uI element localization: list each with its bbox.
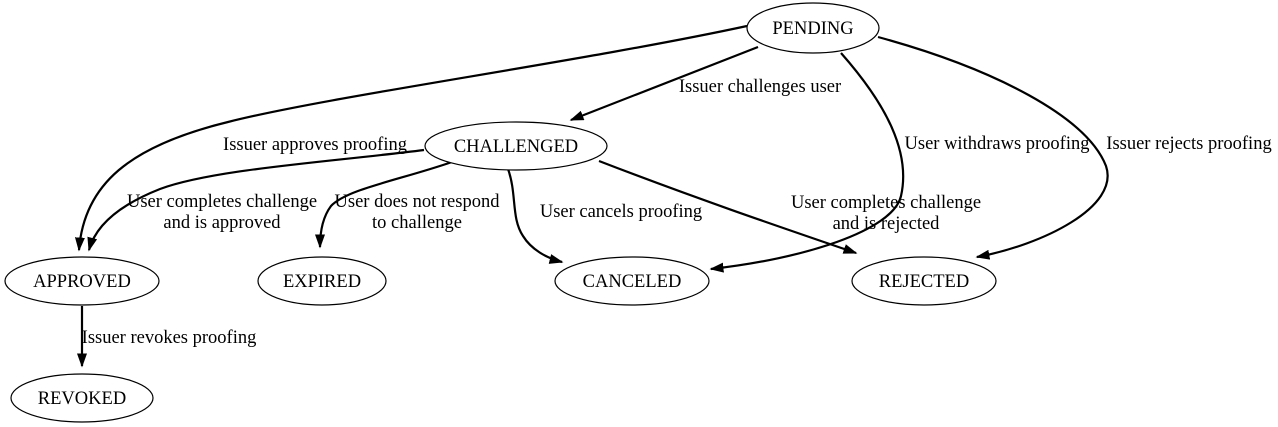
node-expired: EXPIRED	[257, 256, 387, 306]
edge-label-issuer-challenges-user: Issuer challenges user	[679, 77, 841, 97]
node-expired-ellipse	[257, 256, 387, 306]
node-revoked-ellipse	[10, 373, 154, 423]
node-revoked-label: REVOKED	[38, 389, 126, 409]
node-challenged-label: CHALLENGED	[454, 137, 578, 157]
edge-labels: Issuer challenges user Issuer approves p…	[82, 77, 1272, 348]
edge-challenged-rejected	[598, 159, 858, 255]
edge-label-issuer-approves-proofing: Issuer approves proofing	[223, 135, 407, 155]
node-approved-label: APPROVED	[33, 272, 131, 292]
node-challenged: CHALLENGED	[424, 121, 608, 171]
edge-pending-rejected	[877, 35, 1109, 260]
edge-label-user-withdraws-proofing: User withdraws proofing	[905, 134, 1090, 154]
node-canceled: CANCELED	[554, 256, 710, 306]
edge-label-user-completes-approved-line2: and is approved	[163, 213, 281, 233]
edge-label-user-completes-rejected-line2: and is rejected	[833, 214, 941, 234]
edge-label-user-completes-approved-line1: User completes challenge	[127, 192, 317, 212]
edge-label-user-completes-rejected-line1: User completes challenge	[791, 193, 981, 213]
node-revoked: REVOKED	[10, 373, 154, 423]
edge-label-issuer-rejects-proofing: Issuer rejects proofing	[1106, 134, 1271, 154]
node-approved: APPROVED	[4, 256, 160, 306]
edge-challenged-expired	[315, 160, 453, 249]
node-rejected-label: REJECTED	[879, 272, 969, 292]
edge-challenged-approved	[87, 148, 425, 252]
node-approved-ellipse	[4, 256, 160, 306]
edge-pending-approved	[74, 24, 748, 252]
node-rejected-ellipse	[851, 256, 997, 306]
edge-challenged-canceled	[506, 168, 564, 264]
edge-label-issuer-revokes-proofing: Issuer revokes proofing	[82, 328, 257, 348]
node-canceled-ellipse	[554, 256, 710, 306]
nodes: PENDING CHALLENGED APPROVED EXPIRED CANC…	[4, 2, 997, 423]
node-expired-label: EXPIRED	[283, 272, 361, 292]
edges	[74, 24, 1109, 368]
edge-label-user-cancels-proofing: User cancels proofing	[540, 202, 702, 222]
edge-label-user-no-respond-line1: User does not respond	[335, 192, 501, 212]
node-rejected: REJECTED	[851, 256, 997, 306]
node-challenged-ellipse	[424, 121, 608, 171]
node-pending-ellipse	[746, 2, 880, 54]
node-pending: PENDING	[746, 2, 880, 54]
edge-label-user-no-respond-line2: to challenge	[372, 213, 462, 233]
edge-pending-canceled	[709, 52, 905, 273]
node-canceled-label: CANCELED	[583, 272, 682, 292]
node-pending-label: PENDING	[772, 19, 853, 39]
edge-pending-challenged	[569, 45, 759, 122]
